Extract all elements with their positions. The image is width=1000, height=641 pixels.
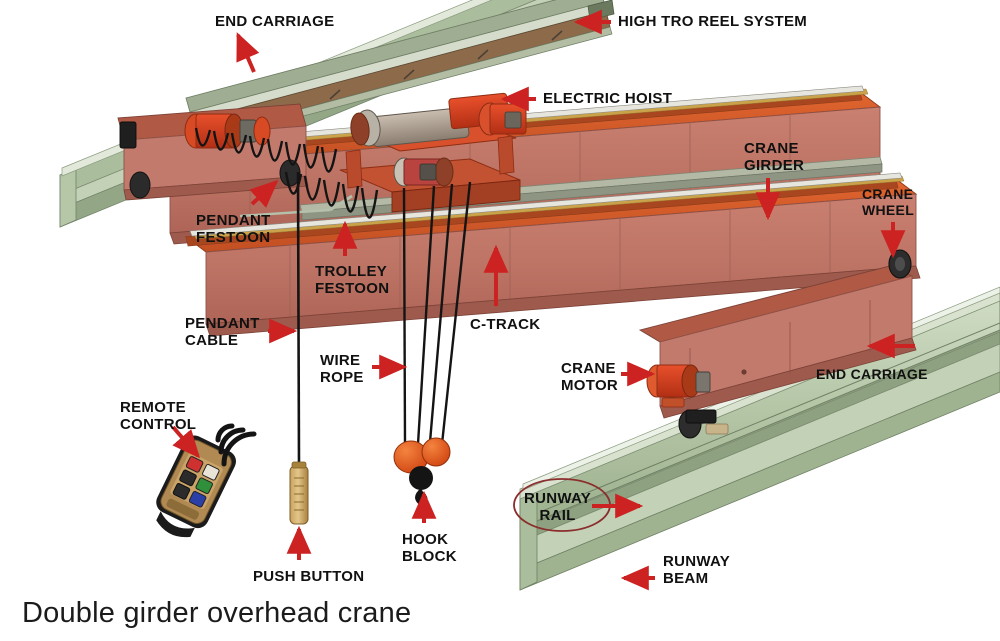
label-hook-block: HOOK BLOCK bbox=[402, 531, 457, 565]
end-carriage-left bbox=[117, 103, 309, 201]
arrow-pendant-festoon bbox=[249, 179, 279, 208]
label-runway-beam: RUNWAY BEAM bbox=[663, 553, 731, 587]
arrow-end-carriage-top bbox=[236, 32, 260, 73]
label-pendant-festoon: PENDANT FESTOON bbox=[196, 212, 271, 246]
arrow-remote-control bbox=[171, 425, 201, 459]
callout-arrows bbox=[171, 9, 915, 591]
label-push-button: PUSH BUTTON bbox=[253, 568, 365, 585]
label-runway-rail: RUNWAY RAIL bbox=[524, 490, 592, 524]
push-button-station bbox=[289, 461, 309, 525]
label-high-tro-reel: HIGH TRO REEL SYSTEM bbox=[618, 13, 808, 30]
label-crane-girder: CRANE GIRDER bbox=[744, 140, 805, 174]
wireless-signal-icon bbox=[215, 423, 257, 467]
label-electric-hoist: ELECTRIC HOIST bbox=[543, 90, 673, 107]
label-remote-control: REMOTE CONTROL bbox=[120, 399, 197, 433]
label-end-carriage-top: END CARRIAGE bbox=[215, 13, 335, 30]
end-carriage-right bbox=[638, 249, 917, 439]
label-crane-wheel: CRANE WHEEL bbox=[862, 186, 915, 218]
crane-girder-front bbox=[184, 175, 921, 337]
label-end-carriage-right: END CARRIAGE bbox=[816, 366, 928, 382]
electric-hoist bbox=[239, 92, 527, 218]
pendant-festoon bbox=[194, 127, 338, 173]
wire-rope bbox=[402, 181, 472, 445]
label-crane-motor: CRANE MOTOR bbox=[561, 360, 619, 394]
pendant-cable bbox=[296, 171, 301, 467]
label-wire-rope: WIRE ROPE bbox=[320, 352, 364, 386]
label-c-track: C-TRACK bbox=[470, 316, 541, 333]
remote-control bbox=[156, 435, 236, 538]
hook-block bbox=[393, 437, 451, 506]
label-trolley-festoon: TROLLEY FESTOON bbox=[315, 263, 390, 297]
label-pendant-cable: PENDANT CABLE bbox=[185, 315, 260, 349]
figure-caption: Double girder overhead crane bbox=[22, 597, 412, 629]
trolley-festoon bbox=[284, 171, 379, 219]
